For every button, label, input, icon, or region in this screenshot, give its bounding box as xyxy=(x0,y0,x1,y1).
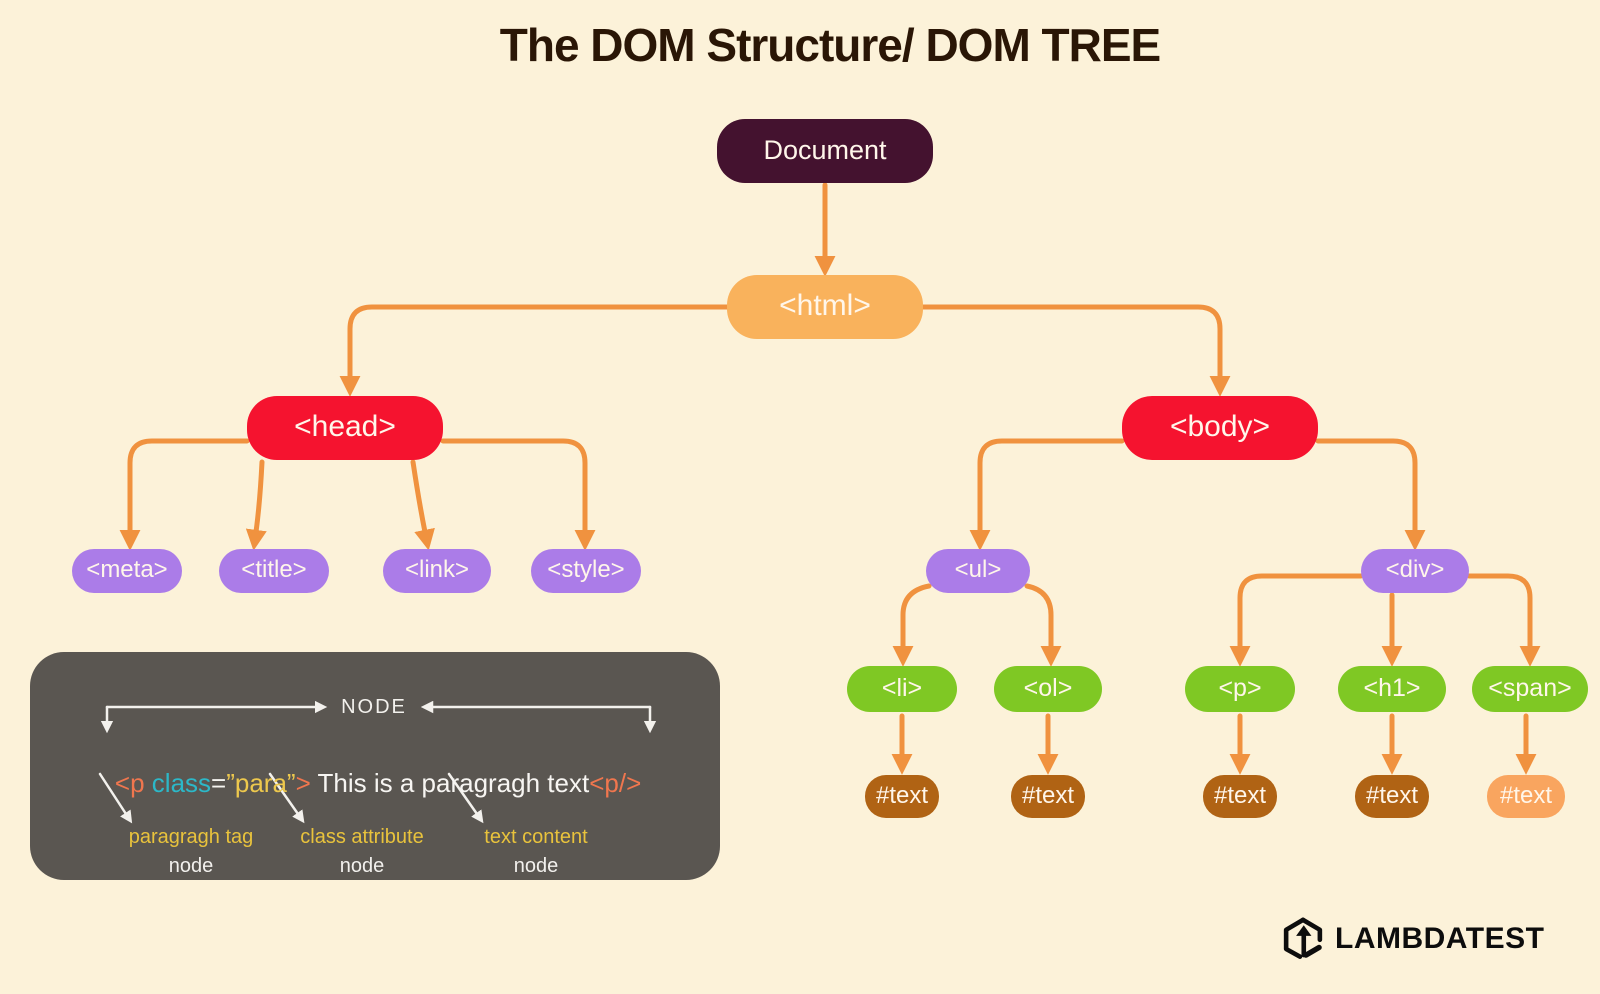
code-close-bracket: > xyxy=(295,768,311,798)
annotation-text-content-label: text content xyxy=(484,826,588,848)
page-title: The DOM Structure/ DOM TREE xyxy=(499,19,1161,71)
node-meta: <meta> xyxy=(72,549,182,593)
annotation-class-attribute-label: class attribute xyxy=(300,826,424,848)
node-html: <html> xyxy=(727,275,923,339)
node-h1: <h1> xyxy=(1338,666,1446,712)
connector-ul-ol xyxy=(1024,583,1062,667)
node-ol: <ol> xyxy=(994,666,1102,712)
node-div: <div> xyxy=(1361,549,1469,593)
connector-html-head xyxy=(339,304,730,397)
code-attr-name: class xyxy=(144,768,212,798)
explainer-node-word: NODE xyxy=(341,696,407,718)
node-li: <li> xyxy=(847,666,957,712)
node-ul: <ul> xyxy=(926,549,1030,593)
connector-head-link xyxy=(410,459,435,551)
annotation-text-content-node: node xyxy=(513,855,559,877)
node-link: <link> xyxy=(383,549,491,593)
code-closing-tag: <p/> xyxy=(589,768,642,798)
node-style: <style> xyxy=(531,549,641,593)
code-open-tag: <p xyxy=(114,768,145,798)
connector-head-meta xyxy=(119,438,250,551)
connector-ul-li xyxy=(892,583,932,667)
node-head: <head> xyxy=(247,396,443,460)
node-explainer-box xyxy=(30,652,720,880)
connector-div-span xyxy=(1466,573,1541,667)
code-text-content: This is a paragragh text xyxy=(310,768,590,798)
code-snippet: <p class=”para”> This is a paragragh tex… xyxy=(86,737,641,830)
connector-body-ul xyxy=(969,438,1125,551)
node-title: <title> xyxy=(219,549,329,593)
node-text-h1: #text xyxy=(1355,775,1429,818)
connector-html-body xyxy=(920,304,1231,397)
node-document: Document xyxy=(717,119,933,183)
annotation-class-attribute: class attribute node xyxy=(272,826,452,878)
node-body: <body> xyxy=(1122,396,1318,460)
node-text-li: #text xyxy=(865,775,939,818)
node-p: <p> xyxy=(1185,666,1295,712)
code-equals: = xyxy=(211,768,227,798)
lambdatest-logo-icon xyxy=(1283,917,1323,959)
node-text-ol: #text xyxy=(1011,775,1085,818)
code-attr-value: ”para” xyxy=(226,768,296,798)
connector-div-p xyxy=(1229,573,1364,667)
connector-head-style xyxy=(440,438,596,551)
node-span: <span> xyxy=(1472,666,1588,712)
connector-head-title xyxy=(245,459,267,551)
lambdatest-logo: LAMBDATEST xyxy=(1280,916,1544,962)
annotation-paragraph-tag: paragragh tag node xyxy=(101,826,281,878)
node-text-span: #text xyxy=(1487,775,1565,818)
annotation-class-attribute-node: node xyxy=(339,855,385,877)
annotation-text-content: text content node xyxy=(446,826,626,878)
annotation-paragraph-tag-node: node xyxy=(168,855,214,877)
lambdatest-wordmark: LAMBDATEST xyxy=(1335,922,1545,955)
node-text-p: #text xyxy=(1203,775,1277,818)
connector-body-div xyxy=(1315,438,1426,551)
annotation-paragraph-tag-label: paragragh tag xyxy=(128,826,254,848)
